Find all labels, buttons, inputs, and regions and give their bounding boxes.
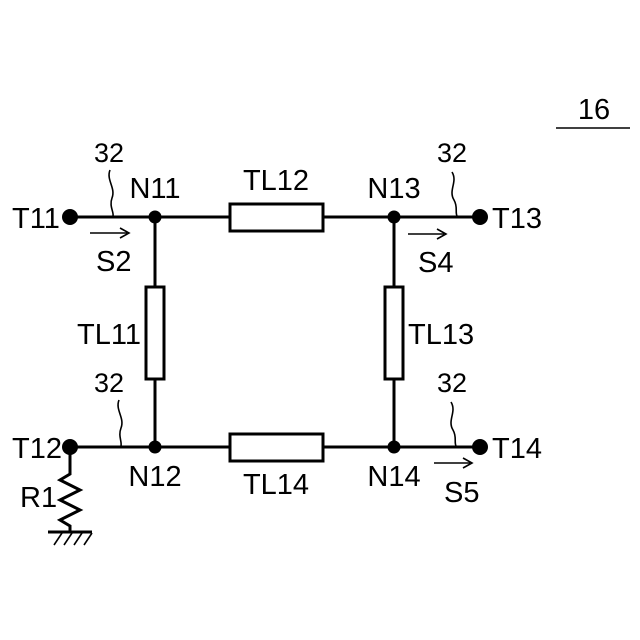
label-32-top-left: 32 [94,138,124,168]
node-n13-label: N13 [367,173,420,205]
label-32-top-right: 32 [437,138,467,168]
tl13-box [385,287,403,379]
tl14-label: TL14 [243,469,309,501]
node-n12-dot [149,441,162,454]
node-n11-dot [149,211,162,224]
node-n12-label: N12 [128,461,181,493]
leader-32-bottom-left [118,400,122,446]
terminal-t14-label: T14 [492,433,542,465]
node-n11-label: N11 [129,173,180,205]
arrow-s5 [434,458,472,468]
node-n14-dot [388,441,401,454]
tl14-box [230,434,323,461]
terminal-t12-label: T12 [12,433,62,465]
label-32-bottom-left: 32 [94,368,124,398]
node-n13-dot [388,211,401,224]
figure-number: 16 [578,94,610,126]
arrow-s2 [90,228,129,238]
label-32-bottom-right: 32 [437,368,467,398]
signal-s4-label: S4 [418,247,453,279]
resistor-r1-zigzag [60,447,80,532]
tl12-label: TL12 [243,165,309,197]
terminal-t13-dot [472,209,488,225]
node-n14-label: N14 [367,461,420,493]
ground-hatch-2 [64,533,72,545]
tl13-label: TL13 [408,319,474,351]
tl11-box [146,287,164,379]
tl12-box [230,204,323,231]
leader-32-bottom-right [451,402,456,446]
signal-s2-label: S2 [96,246,131,278]
ground-hatch-1 [54,533,62,545]
terminal-t11-dot [62,209,78,225]
resistor-r1-label: R1 [20,482,57,514]
terminal-t14-dot [472,439,488,455]
leader-32-top-right [452,172,457,216]
arrow-s4 [408,229,446,239]
terminal-t11-label: T11 [12,203,60,235]
leader-32-top-left [109,170,113,216]
signal-s5-label: S5 [444,477,479,509]
ground-hatch-4 [84,533,92,545]
ground-hatch-3 [74,533,82,545]
terminal-t13-label: T13 [492,203,542,235]
tl11-label: TL11 [77,319,141,351]
